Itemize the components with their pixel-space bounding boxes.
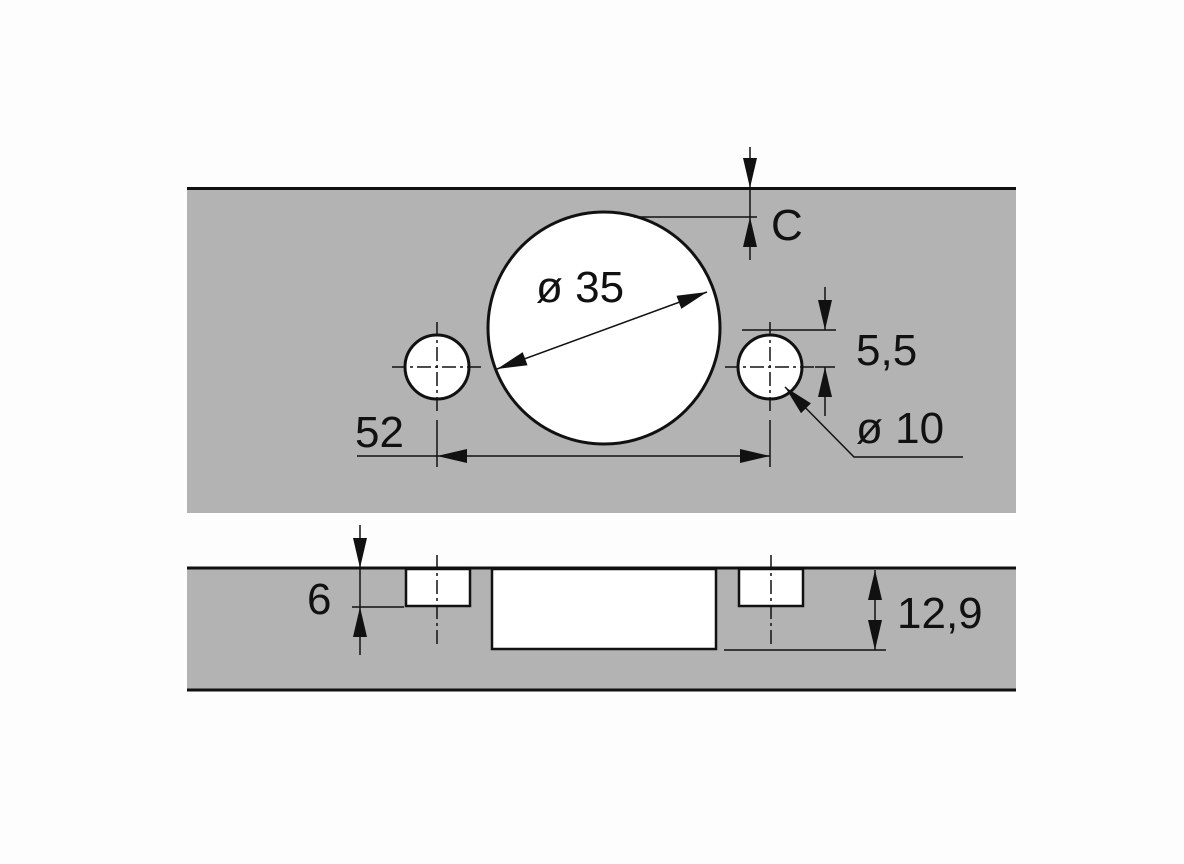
dim-cup-diameter (496, 291, 708, 370)
label-hole-diameter: ø 10 (856, 404, 944, 453)
dim-screw-depth (352, 525, 404, 655)
label-screw-depth: 6 (307, 575, 331, 624)
dim-hole-offset (742, 287, 836, 416)
screw-pocket-left (404, 567, 472, 608)
top-view: C ø 35 5,5 ø 10 52 (187, 147, 1016, 513)
cup-hole (486, 210, 722, 446)
side-view: 6 12,9 (187, 525, 1016, 692)
dim-cup-depth (724, 570, 886, 651)
label-hole-offset: 5,5 (856, 326, 917, 375)
leader-hole-diameter (784, 386, 963, 458)
label-c: C (771, 201, 803, 250)
cup-pocket (490, 567, 718, 651)
label-cup-depth: 12,9 (897, 589, 983, 638)
dim-hole-spacing (357, 420, 771, 467)
label-cup-diameter: ø 35 (536, 263, 624, 312)
label-hole-spacing: 52 (355, 408, 404, 457)
side-centerlines (436, 555, 772, 647)
centerlines (392, 322, 815, 415)
dim-c (634, 147, 757, 260)
